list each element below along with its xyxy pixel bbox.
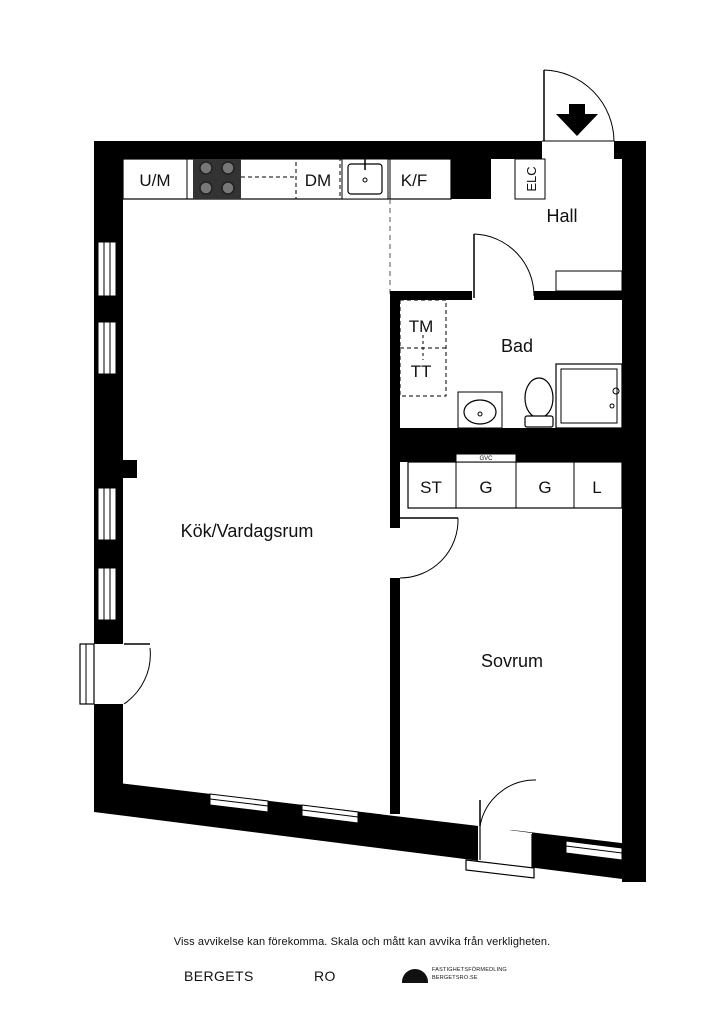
label-tm: TM bbox=[409, 317, 434, 336]
brand-logo-left: BERGETS bbox=[184, 968, 254, 984]
wardrobes bbox=[407, 453, 623, 509]
label-kf: K/F bbox=[401, 171, 427, 190]
left-windows bbox=[97, 241, 137, 621]
label-elc: ELC bbox=[524, 166, 539, 191]
agency-name: FASTIGHETSFÖRMEDLING bbox=[432, 967, 507, 973]
outer-walls bbox=[94, 141, 646, 882]
bedroom-walls bbox=[390, 462, 400, 814]
shower bbox=[555, 363, 623, 429]
brand-logo-right: RO bbox=[314, 968, 336, 984]
label-tt: TT bbox=[411, 362, 432, 381]
bathroom-walls bbox=[390, 291, 622, 528]
bathroom-sink bbox=[457, 391, 503, 429]
room-hall: Hall bbox=[546, 206, 577, 226]
electric-cabinet bbox=[514, 158, 546, 200]
entry-door bbox=[542, 69, 615, 159]
label-g1: G bbox=[479, 478, 492, 497]
room-bad: Bad bbox=[501, 336, 533, 356]
label-gvc: GVC bbox=[479, 456, 493, 462]
bathroom-door bbox=[473, 233, 535, 298]
label-l: L bbox=[592, 478, 601, 497]
bedroom-balcony-door bbox=[465, 779, 537, 879]
bedroom-door bbox=[399, 517, 459, 579]
entrance-arrow-icon bbox=[556, 114, 598, 136]
label-um: U/M bbox=[139, 171, 170, 190]
agency-url: BERGETSRO.SE bbox=[432, 975, 478, 981]
label-g2: G bbox=[538, 478, 551, 497]
disclaimer-text: Viss avvikelse kan förekomma. Skala och … bbox=[173, 936, 551, 948]
kitchen-counter bbox=[122, 158, 491, 200]
toilet bbox=[524, 377, 554, 428]
dome-icon bbox=[402, 969, 428, 983]
bottom-windows bbox=[209, 793, 623, 861]
hall-shelf bbox=[555, 270, 623, 292]
room-kok-vardagsrum: Kök/Vardagsrum bbox=[181, 521, 314, 541]
balcony-door bbox=[79, 643, 151, 705]
room-sovrum: Sovrum bbox=[481, 651, 543, 671]
label-st: ST bbox=[420, 478, 442, 497]
laundry-area bbox=[399, 299, 447, 397]
label-dm: DM bbox=[305, 171, 331, 190]
